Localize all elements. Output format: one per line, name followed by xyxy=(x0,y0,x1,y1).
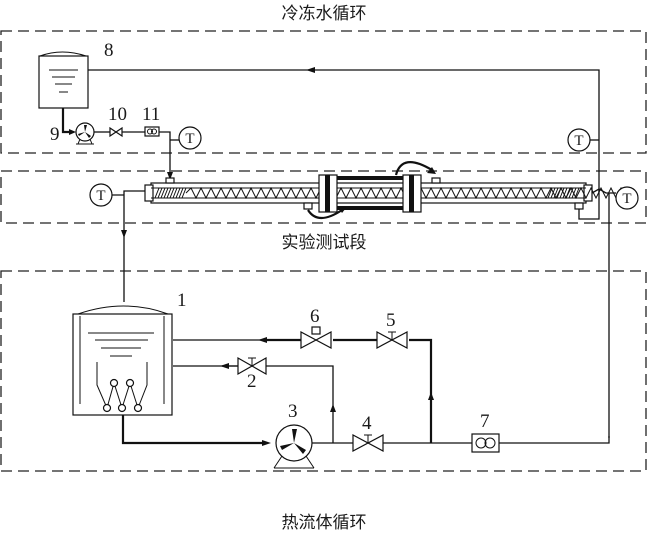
svg-text:T: T xyxy=(96,188,105,204)
temperature-sensor-icon: T xyxy=(615,186,639,210)
label-2: 2 xyxy=(247,371,257,392)
label-3: 3 xyxy=(288,401,298,422)
title-test-section: 实验测试段 xyxy=(282,233,367,253)
label-9: 9 xyxy=(50,124,60,145)
label-8: 8 xyxy=(104,40,114,61)
flow-arrow-icon xyxy=(330,404,336,412)
flow-arrow-icon xyxy=(338,207,346,213)
bypass-arrow-top xyxy=(394,161,433,176)
temperature-sensor-icon: T xyxy=(89,183,113,207)
chilled-water-outlet-pipe xyxy=(578,190,600,220)
flow-arrow-icon xyxy=(306,67,315,73)
temperature-sensor-icon: T xyxy=(567,128,591,152)
flow-arrow-icon xyxy=(258,337,267,343)
valve-2-icon xyxy=(237,356,267,376)
flow-arrow-icon xyxy=(428,392,434,400)
chilled-water-tank xyxy=(38,51,89,109)
flow-arrow-icon xyxy=(427,167,436,174)
flowmeter-11-icon xyxy=(144,126,160,137)
hot-fluid-tank-icon xyxy=(72,305,173,416)
test-section-boundary xyxy=(0,170,647,224)
chilled-water-pump-icon xyxy=(75,122,95,145)
valve-5-icon xyxy=(376,331,408,349)
flow-arrow-icon xyxy=(167,172,173,180)
flow-arrow-icon xyxy=(121,230,127,238)
flow-arrow-icon xyxy=(262,440,271,446)
chilled-water-loop-boundary xyxy=(0,30,647,154)
label-4: 4 xyxy=(362,413,372,434)
label-5: 5 xyxy=(386,310,396,331)
title-chilled-water-loop: 冷冻水循环 xyxy=(282,4,367,24)
hot-fluid-pump-icon xyxy=(273,424,315,469)
tank-to-pump-pipe xyxy=(61,108,70,134)
flow-arrow-icon xyxy=(220,363,229,369)
flowmeter-7-icon xyxy=(471,433,500,453)
title-hot-fluid-loop: 热流体循环 xyxy=(282,513,367,533)
pipe xyxy=(499,436,610,444)
flow-arrow-icon xyxy=(69,129,76,135)
test-section-heat-exchanger xyxy=(144,174,637,213)
svg-text:T: T xyxy=(574,133,583,149)
label-1: 1 xyxy=(177,290,187,311)
label-11: 11 xyxy=(142,104,160,125)
svg-text:T: T xyxy=(622,191,631,207)
label-10: 10 xyxy=(108,104,127,125)
main-branch-pipe xyxy=(409,338,433,443)
bypass-arrow-bottom xyxy=(307,209,343,220)
chilled-water-return-pipe xyxy=(88,69,600,192)
pipe xyxy=(591,188,616,194)
svg-text:T: T xyxy=(185,131,194,147)
label-6: 6 xyxy=(310,306,320,327)
temperature-sensor-icon: T xyxy=(178,126,202,150)
bypass-branch-pipe xyxy=(222,365,334,443)
solenoid-valve-6-icon xyxy=(300,326,332,349)
hot-fluid-loop-boundary xyxy=(0,270,647,472)
label-7: 7 xyxy=(480,411,490,432)
chilled-water-supply-pipe xyxy=(159,131,171,178)
valve-4-icon xyxy=(352,434,384,452)
hot-fluid-return-pipe xyxy=(112,190,145,302)
tank-to-pump-pipe xyxy=(121,415,265,445)
valve-10-icon xyxy=(109,126,123,138)
